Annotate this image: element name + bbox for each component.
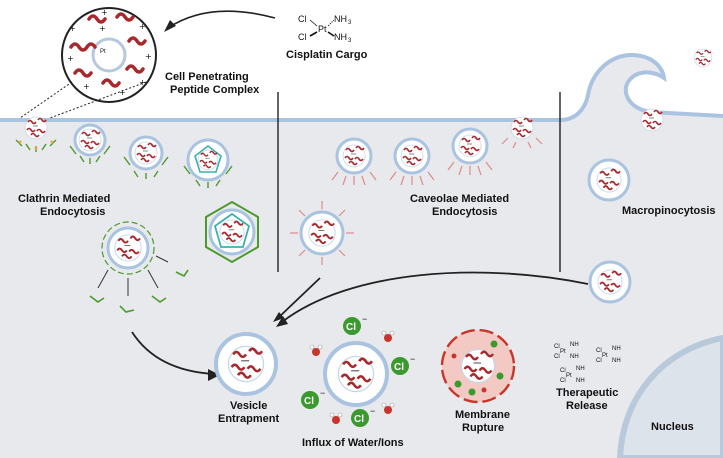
svg-text:+: + [139,78,146,87]
svg-text:+: + [99,24,106,33]
vesicle-label-1: Vesicle [230,400,267,412]
complex-label-2: Peptide Complex [170,84,260,96]
chem-sub3-2: 3 [348,38,352,44]
rel-pt-a: Pt [560,349,566,355]
svg-text:+: + [101,8,108,17]
chem-cl-2: Cl [298,32,307,42]
plasma-membrane [0,52,723,122]
chem-pt: Pt [318,24,327,34]
released-cisplatin: Cl Pt NH NH Cl Cl Pt NH NH Cl Cl Pt NH N… [554,342,621,384]
ion-minus-2: − [410,354,415,364]
rel-cl-b2: Cl [596,358,602,364]
rel-cl-a1: Cl [554,344,560,350]
macro-label: Macropinocytosis [622,205,716,217]
clathrin-small-arrows [97,255,169,296]
macropinosome-2 [588,260,632,304]
ruptured-vesicle [440,328,516,404]
rel-nh3-b1: NH [612,346,621,352]
chloride-ions: Cl Cl Cl Cl − − − − [301,314,415,427]
clathrin-label-2: Endocytosis [40,206,105,218]
free-complex [693,48,713,68]
clathrin-coated-vesicle [101,221,155,275]
ion-minus-4: − [370,406,375,416]
rel-cl-b1: Cl [596,348,602,354]
ion-cl-3: Cl [304,396,314,407]
arrow-from-caveolae [277,277,321,319]
svg-text:Pt: Pt [100,49,106,55]
entrapment-vesicle [214,332,278,396]
clathrin-coated-vesicle-teal [205,200,259,264]
caveolae-pits [331,116,543,186]
svg-text:+: + [67,54,74,63]
svg-text:+: + [83,82,90,91]
peptide-complex-zoom: + + + + + + + + + Pt [61,7,157,103]
ion-cl-2: Cl [394,362,404,373]
caveolar-vesicle [290,201,354,265]
rel-cl-a2: Cl [554,354,560,360]
rel-cl-c2: Cl [560,378,566,384]
complex-label-1: Cell Penetrating [165,71,249,83]
cytoplasm [0,55,723,458]
chem-sub3-1: 3 [348,20,352,26]
rel-nh3-b2: NH [612,358,621,364]
macropinosome-1 [587,158,631,202]
release-label-2: Release [566,400,608,412]
zoom-line-right [49,81,147,119]
caveolae-label-1: Caveolae Mediated [410,193,509,205]
ion-cl-4: Cl [354,414,364,425]
rel-nh3-c1: NH [576,366,585,372]
rel-cl-c1: Cl [560,368,566,374]
clathrin-label-1: Clathrin Mediated [18,193,110,205]
macropinosome-forming [640,108,664,132]
cargo-label: Cisplatin Cargo [286,49,368,61]
chem-nh3-2: NH [334,32,347,42]
rupture-label-2: Rupture [462,422,504,434]
influx-vesicle [323,341,389,407]
caveolae-label-2: Endocytosis [432,206,497,218]
chem-cl-1: Cl [298,14,307,24]
influx-label: Influx of Water/Ions [302,437,404,449]
rupture-label-1: Membrane [455,409,510,421]
clathrin-pits [15,116,233,188]
release-label-1: Therapeutic [556,387,618,399]
clathrin-fragments [89,269,189,313]
cisplatin-molecule: Cl Cl Pt NH 3 NH 3 [298,14,352,44]
rel-pt-c: Pt [566,373,572,379]
ion-cl-1: Cl [346,322,356,333]
svg-text:+: + [69,24,76,33]
arrow-from-clathrin [131,331,215,375]
svg-text:+: + [119,88,126,97]
rel-nh3-a1: NH [570,342,579,348]
ion-minus-1: − [362,314,367,324]
arrow-cargo-to-complex [167,10,276,29]
ion-minus-3: − [320,388,325,398]
nucleus-label: Nucleus [651,421,694,433]
svg-text:+: + [139,22,146,31]
svg-text:+: + [145,52,152,61]
zoom-line-left [19,81,73,119]
vesicle-label-2: Entrapment [218,413,279,425]
rel-pt-b: Pt [602,353,608,359]
rel-nh3-a2: NH [570,354,579,360]
arrow-from-macro [281,271,589,323]
chem-nh3-1: NH [334,14,347,24]
rel-nh3-c2: NH [576,378,585,384]
water-molecules [309,330,395,424]
